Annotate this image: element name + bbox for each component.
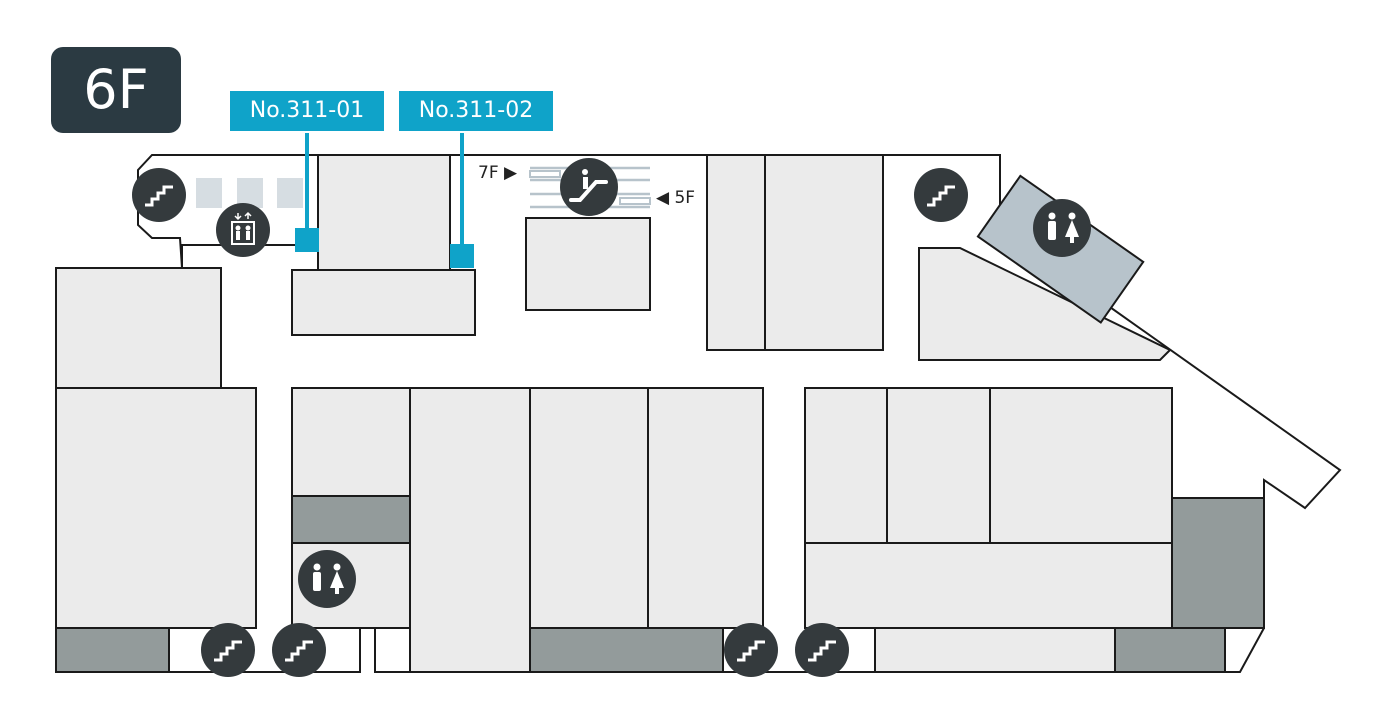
stairs-icon bbox=[724, 623, 778, 677]
spot-label-1[interactable]: No.311-01 bbox=[230, 91, 384, 131]
escalator-down-label: ◀ 5F bbox=[656, 188, 696, 208]
floor-label: 6F bbox=[51, 47, 181, 133]
stairs-icon bbox=[272, 623, 326, 677]
elevator-icon bbox=[216, 203, 270, 257]
stairs-icon bbox=[795, 623, 849, 677]
stairs-icon bbox=[914, 168, 968, 222]
spot-marker-2[interactable] bbox=[450, 244, 474, 268]
stairs-icon bbox=[201, 623, 255, 677]
restroom-icon bbox=[1033, 199, 1091, 257]
escalator-up-label: 7F ▶ bbox=[478, 163, 518, 183]
spot-marker-1[interactable] bbox=[295, 228, 319, 252]
stairs-icon bbox=[132, 168, 186, 222]
escalator-icon bbox=[560, 158, 618, 216]
spot-label-2[interactable]: No.311-02 bbox=[399, 91, 553, 131]
restroom-icon bbox=[298, 550, 356, 608]
